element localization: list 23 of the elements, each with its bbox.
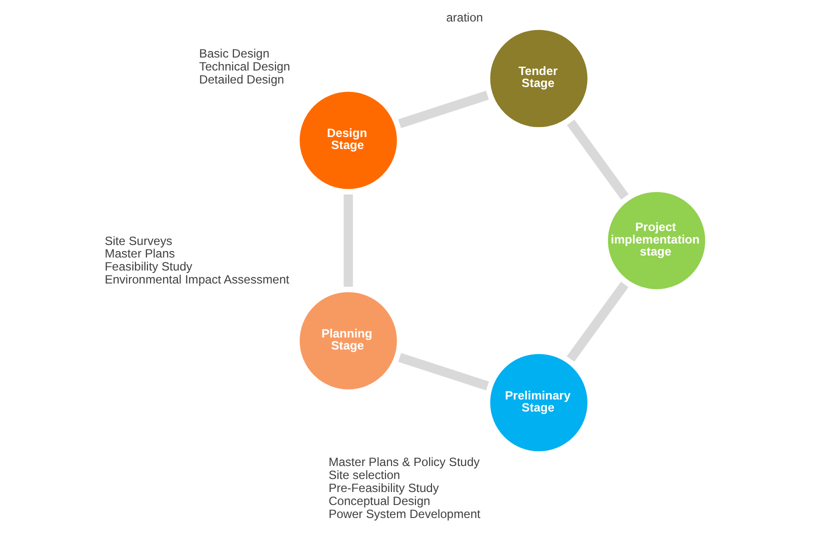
connector [566, 282, 628, 362]
node-label: Power System Development [328, 506, 480, 521]
node-label: Site selection [328, 468, 400, 482]
node-label: Environmental Impact Assessment [104, 272, 290, 287]
connector [398, 353, 489, 390]
node-label: Technical Design [199, 59, 290, 74]
node-label: Basic Design [199, 46, 270, 60]
node-label: Feasibility Study [104, 260, 192, 274]
connector [566, 120, 629, 200]
node-label: Site Surveys [104, 234, 172, 248]
node-label: Detailed Design [199, 72, 284, 86]
node-circle: Planning Stage [296, 289, 400, 392]
node-circle: Design Stage [296, 89, 400, 192]
node-label: Master Plans & Policy Study [328, 454, 480, 469]
node-label: aration [446, 10, 483, 24]
node-label: Pre-Feasibility Study [328, 480, 439, 495]
node-label: Conceptual Design [328, 494, 430, 508]
node-circle: Tender Stage [487, 27, 590, 130]
connector [398, 90, 489, 128]
node-label: Master Plans [104, 246, 175, 261]
node-circle: Preliminary Stage [487, 351, 590, 454]
connector [344, 194, 353, 287]
node-circle: Project implementation stage [605, 189, 708, 292]
